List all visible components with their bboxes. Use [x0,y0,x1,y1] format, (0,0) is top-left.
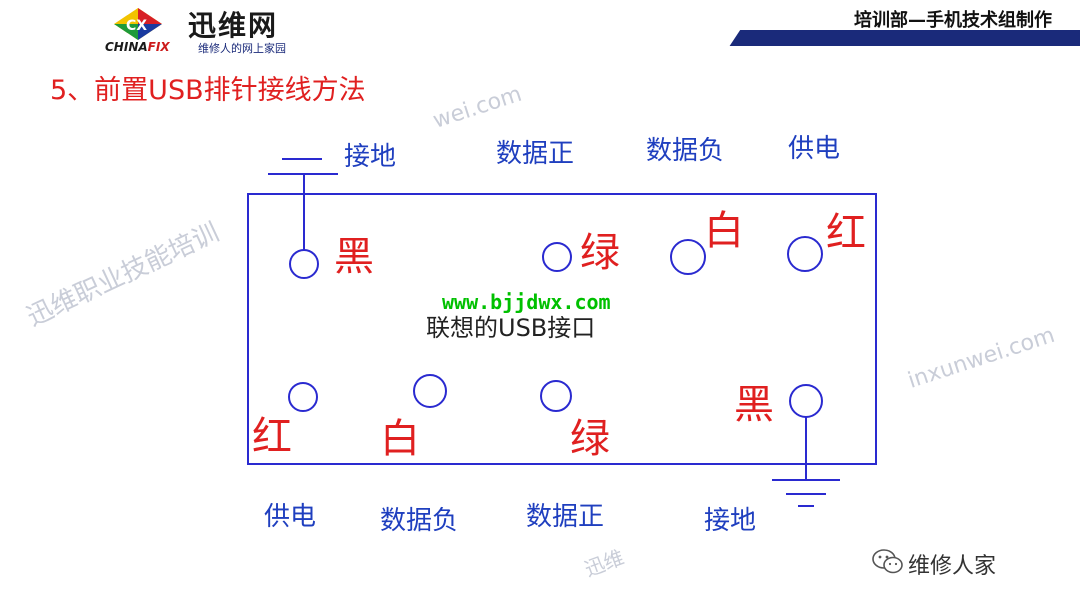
site-url: www.bjjdwx.com [442,290,611,314]
pin-top-4 [787,236,823,272]
label-bottom-ground: 接地 [704,506,757,536]
color-bottom-3: 绿 [570,416,610,462]
pin-bottom-2 [413,374,447,408]
label-top-data-neg: 数据负 [646,136,725,166]
wechat-icon [872,549,903,574]
color-top-1: 黑 [334,234,374,280]
color-top-4: 红 [826,210,866,256]
brand-english: CHINAFIX [105,40,170,54]
color-bottom-4: 黑 [734,382,774,428]
color-top-3: 白 [704,208,744,254]
slide-title: 5、前置USB排针接线方法 [50,75,366,106]
brand-english-a: CHINA [105,40,148,54]
color-bottom-1: 红 [252,414,292,460]
label-top-ground: 接地 [344,142,397,172]
brand-name: 迅维网 [188,9,279,42]
department-label: 培训部—手机技术组制作 [854,10,1052,31]
pin-top-2 [542,242,572,272]
pin-top-3 [670,239,706,275]
connector-name: 联想的USB接口 [426,314,596,342]
svg-text:CX: CX [126,18,147,34]
pin-top-1 [289,249,319,279]
chinafix-logo-icon: CX [114,8,162,40]
color-bottom-2: 白 [380,416,420,462]
label-bottom-data-neg: 数据负 [380,506,459,536]
connector-outline [247,193,877,465]
pin-bottom-1 [288,382,318,412]
label-bottom-power: 供电 [264,502,317,532]
label-top-power: 供电 [788,134,841,164]
color-top-2: 绿 [580,230,620,276]
label-top-data-pos: 数据正 [496,139,575,169]
label-bottom-data-pos: 数据正 [526,502,605,532]
brand-english-b: FIX [147,40,170,54]
pin-bottom-3 [540,380,572,412]
pin-bottom-4 [789,384,823,418]
brand-tagline: 维修人的网上家园 [198,42,286,55]
wechat-account-name: 维修人家 [908,554,997,579]
